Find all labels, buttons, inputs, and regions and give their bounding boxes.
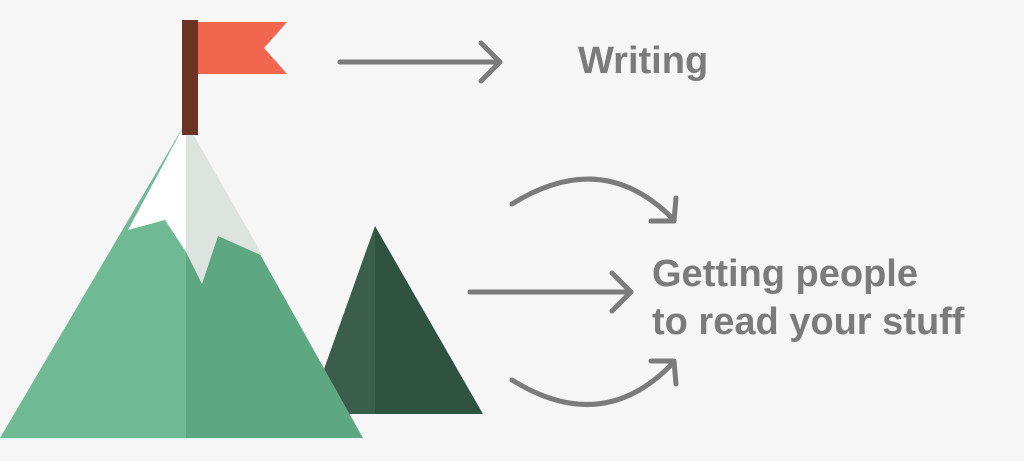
flag-icon — [198, 22, 287, 74]
getting-people-line-2: to read your stuff — [652, 301, 965, 343]
arrow-straight-middle — [467, 270, 634, 314]
snow-cap-left — [128, 122, 186, 252]
snow-cap-right — [186, 122, 263, 284]
arrow-curved-bottom — [509, 358, 679, 407]
small-mountain-right-face — [375, 226, 483, 414]
big-mountain-left-face — [0, 122, 186, 438]
getting-people-label: Getting people to read your stuff — [652, 250, 964, 346]
getting-people-line-1: Getting people — [652, 253, 918, 295]
small-mountain — [308, 226, 483, 414]
arrow-to-writing — [337, 40, 503, 84]
small-mountain-left-face — [308, 226, 375, 414]
writing-label: Writing — [578, 40, 709, 82]
big-mountain — [0, 122, 363, 438]
arrow-curved-top — [509, 176, 679, 224]
flag-pole-icon — [182, 20, 198, 135]
flag — [182, 20, 287, 135]
